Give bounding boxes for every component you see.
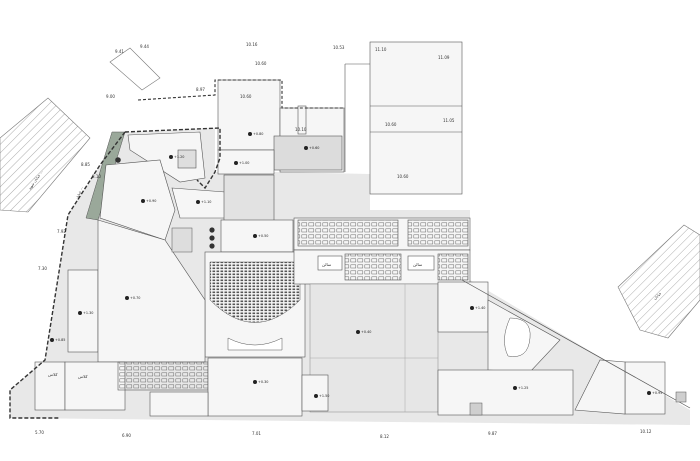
svg-text:+0.40: +0.40 — [361, 330, 371, 334]
neighbor-lot-hatched-right — [617, 224, 700, 339]
dim-label: 9.87 — [488, 431, 497, 436]
dim-label: 9.44 — [140, 44, 149, 49]
dim-label: 11.10 — [375, 47, 387, 52]
dim-label: 10.60 — [255, 61, 267, 66]
dim-label: 11.09 — [438, 55, 450, 60]
room-label: سالن — [322, 262, 332, 267]
auditorium — [204, 251, 306, 358]
dim-label: 9.00 — [106, 94, 115, 99]
east-wing — [437, 281, 666, 416]
dim-label: 8.10 — [92, 174, 101, 179]
street-label: خیابان — [653, 291, 662, 300]
level-markers: +1.00 +0.80 +0.60 +1.20 +0.90 +1.10 +0.5… — [50, 132, 662, 398]
stair-block — [469, 402, 483, 416]
site-boundary-east — [461, 279, 691, 409]
central-court — [309, 283, 439, 413]
neighbor-lot-top — [109, 47, 161, 91]
dim-label: 10.10 — [295, 127, 307, 132]
dim-label: 10.60 — [385, 122, 397, 127]
svg-text:+0.90: +0.90 — [146, 199, 156, 203]
dim-label: 7.92 — [57, 229, 66, 234]
svg-text:+1.25: +1.25 — [518, 386, 528, 390]
classroom-wing — [293, 217, 471, 285]
svg-text:+0.30: +0.30 — [258, 380, 268, 384]
neighbor-lot-hatched-left — [0, 97, 91, 213]
dim-label: 7.30 — [38, 266, 47, 271]
dim-label: 10.53 — [333, 45, 345, 50]
svg-text:+0.80: +0.80 — [253, 132, 263, 136]
dim-label: 10.16 — [246, 42, 258, 47]
dim-label: 9.41 — [115, 49, 124, 54]
dim-label: 5.70 — [35, 430, 44, 435]
dim-label: 8.97 — [196, 87, 205, 92]
svg-text:+1.20: +1.20 — [174, 155, 184, 159]
dim-label: 10.12 — [640, 429, 652, 434]
room-label: کلاس — [78, 374, 88, 379]
svg-text:+0.50: +0.50 — [258, 234, 268, 238]
dim-label: 10.60 — [397, 174, 409, 179]
room-label: سالن — [413, 262, 423, 267]
dim-label: 10.60 — [240, 94, 252, 99]
dim-label: 8.12 — [380, 434, 389, 439]
dim-label: 7.01 — [252, 431, 261, 436]
dim-label: 6.90 — [122, 433, 131, 438]
west-wing — [34, 219, 329, 417]
svg-text:+1.30: +1.30 — [83, 311, 93, 315]
svg-text:+0.60: +0.60 — [309, 146, 319, 150]
site-boundary-north — [137, 79, 345, 109]
svg-text:+1.00: +1.00 — [239, 161, 249, 165]
svg-text:+1.40: +1.40 — [475, 306, 485, 310]
entry-block — [99, 131, 294, 253]
svg-text:+1.50: +1.50 — [319, 394, 329, 398]
site-boundary — [124, 127, 221, 190]
stair-block — [675, 391, 687, 403]
svg-text:+0.70: +0.70 — [130, 296, 140, 300]
svg-text:+1.10: +1.10 — [201, 200, 211, 204]
street-label: خیابان ... — [75, 186, 83, 200]
room-label: کلاس — [48, 372, 58, 377]
north-blocks — [217, 41, 463, 195]
ramp-stair — [171, 227, 193, 253]
svg-text:+0.95: +0.95 — [652, 391, 662, 395]
site-boundary-west — [9, 131, 126, 419]
svg-text:+0.85: +0.85 — [55, 338, 65, 342]
dim-label: 8.85 — [81, 162, 90, 167]
dim-label: 11.05 — [443, 118, 455, 123]
